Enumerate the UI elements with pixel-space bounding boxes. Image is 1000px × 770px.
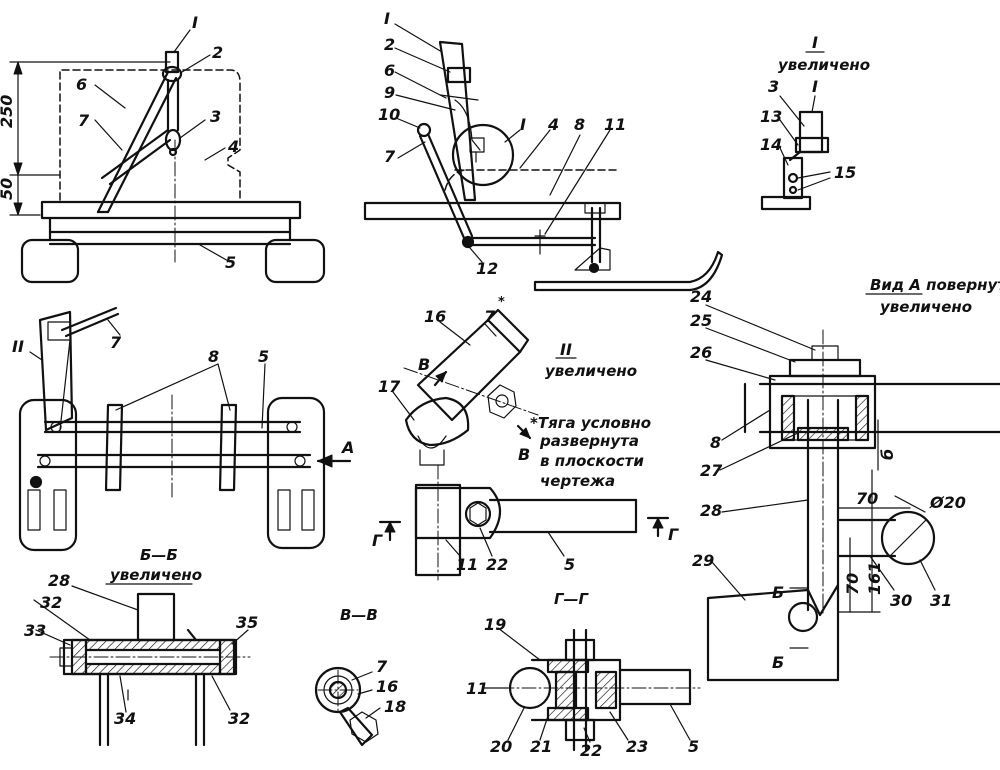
callout-detailII-17: 17 xyxy=(378,377,401,396)
callout-BB-35: 35 xyxy=(236,613,258,632)
callout-side-12: 12 xyxy=(476,259,498,278)
callout-GG-11: 11 xyxy=(466,679,488,698)
callout-front-3: 3 xyxy=(210,107,221,126)
callout-detailI-3: 3 xyxy=(768,77,779,96)
mark-Bb-top: Б xyxy=(772,583,784,602)
callout-detailI-13: 13 xyxy=(760,107,782,126)
callout-side-8: 8 xyxy=(574,115,585,134)
note-line-4: чертежа xyxy=(540,472,615,490)
callout-viewA-8: 8 xyxy=(710,433,721,452)
detail-II-numeral: II xyxy=(560,340,572,359)
callout-front-7: 7 xyxy=(78,111,90,130)
callout-GG-21: 21 xyxy=(530,737,552,756)
callout-detailI-15: 15 xyxy=(834,163,856,182)
callout-viewA-25: 25 xyxy=(690,311,712,330)
callout-front-1: I xyxy=(192,13,198,32)
callout-VV-18: 18 xyxy=(384,697,406,716)
callout-viewA-30: 30 xyxy=(890,591,912,610)
section-BB-caption: увеличено xyxy=(110,566,202,584)
callout-front-5: 5 xyxy=(225,253,236,272)
callout-viewA-29: 29 xyxy=(692,551,714,570)
dim-b: б xyxy=(878,449,897,460)
callout-detailII-5: 5 xyxy=(564,555,575,574)
mark-G-left: Г xyxy=(372,531,383,550)
callout-viewA-31: 31 xyxy=(930,591,952,610)
callout-detailII-7: 7 xyxy=(484,307,496,326)
detail-II: Г Г В В II увеличено *Тяга условно разве… xyxy=(372,295,679,581)
dim-161: 161 xyxy=(865,562,884,595)
callout-GG-22: 22 xyxy=(580,741,602,760)
dim-250: 250 xyxy=(0,95,16,128)
callout-BB-28: 28 xyxy=(48,571,70,590)
callout-front-6: 6 xyxy=(76,75,87,94)
star-mark: * xyxy=(498,295,505,310)
callout-plan-5: 5 xyxy=(258,347,269,366)
callout-GG-19: 19 xyxy=(484,615,506,634)
note-line-3: в плоскости xyxy=(540,452,644,470)
callout-detailI-14: 14 xyxy=(760,135,782,154)
callout-plan-8: 8 xyxy=(208,347,219,366)
callout-detailI-I: I xyxy=(812,77,818,96)
callout-side-4: 4 xyxy=(547,115,559,134)
view-A: Вид А повернуто увеличено Б Б 70 xyxy=(690,276,1000,682)
callout-GG-20: 20 xyxy=(490,737,512,756)
dim-70-v: 70 xyxy=(843,573,862,595)
callout-side-10: 10 xyxy=(378,105,400,124)
side-view: I 2 6 9 10 7 I 4 8 11 12 xyxy=(363,9,724,292)
callout-viewA-27: 27 xyxy=(700,461,723,480)
mark-G-right: Г xyxy=(668,525,679,544)
callout-BB-32-bottom: 32 xyxy=(228,709,250,728)
detail-I-numeral: I xyxy=(812,33,818,52)
callout-side-I: I xyxy=(520,115,526,134)
callout-detailII-16: 16 xyxy=(424,307,446,326)
view-A-caption-1: Вид А повернуто xyxy=(870,276,1000,294)
plan-view: А II 7 8 5 xyxy=(12,306,354,552)
mark-Bb-bottom: Б xyxy=(772,653,784,672)
callout-GG-23: 23 xyxy=(626,737,648,756)
callout-BB-34: 34 xyxy=(114,709,136,728)
front-view: 250 50 I 2 6 xyxy=(0,13,326,284)
detail-II-caption: увеличено xyxy=(545,362,637,380)
callout-front-2: 2 xyxy=(212,43,223,62)
callout-side-1: I xyxy=(384,9,390,28)
section-BB: Б—Б увеличено 28 32 33 35 34 32 xyxy=(24,546,258,747)
callout-VV-16: 16 xyxy=(376,677,398,696)
mark-B-bottom: В xyxy=(518,445,530,464)
callout-viewA-26: 26 xyxy=(690,343,712,362)
callout-side-2: 2 xyxy=(384,35,395,54)
view-A-caption-2: увеличено xyxy=(880,298,972,316)
dim-50: 50 xyxy=(0,178,16,200)
arrow-A: А xyxy=(340,438,354,457)
section-BB-title: Б—Б xyxy=(140,546,178,564)
callout-side-9: 9 xyxy=(384,83,395,102)
callout-side-7: 7 xyxy=(384,147,396,166)
callout-front-4: 4 xyxy=(227,137,239,156)
callout-detailII-11: 11 xyxy=(456,555,478,574)
section-GG: Г—Г 19 11 20 21 22 23 5 xyxy=(466,590,701,760)
callout-plan-7: 7 xyxy=(110,333,122,352)
callout-side-6: 6 xyxy=(384,61,395,80)
section-VV: В—В 7 16 18 xyxy=(314,606,406,747)
dim-phi20: Ø20 xyxy=(929,493,966,512)
detail-I: I увеличено 3 I 13 14 15 xyxy=(760,33,870,211)
callout-detailII-22: 22 xyxy=(486,555,508,574)
callout-BB-33: 33 xyxy=(24,621,46,640)
section-GG-title: Г—Г xyxy=(554,590,590,608)
callout-viewA-28: 28 xyxy=(700,501,722,520)
callout-side-11: 11 xyxy=(604,115,626,134)
section-VV-title: В—В xyxy=(340,606,378,624)
note-line-1: *Тяга условно xyxy=(530,414,651,432)
mark-B-top: В xyxy=(418,355,430,374)
detail-I-caption: увеличено xyxy=(778,56,870,74)
callout-GG-5: 5 xyxy=(688,737,699,756)
callout-viewA-24: 24 xyxy=(690,287,712,306)
callout-plan-II: II xyxy=(12,337,24,356)
callout-VV-7: 7 xyxy=(376,657,388,676)
note-line-2: развернута xyxy=(539,432,639,450)
callout-BB-32-top: 32 xyxy=(40,593,62,612)
dim-70-h: 70 xyxy=(856,489,878,508)
